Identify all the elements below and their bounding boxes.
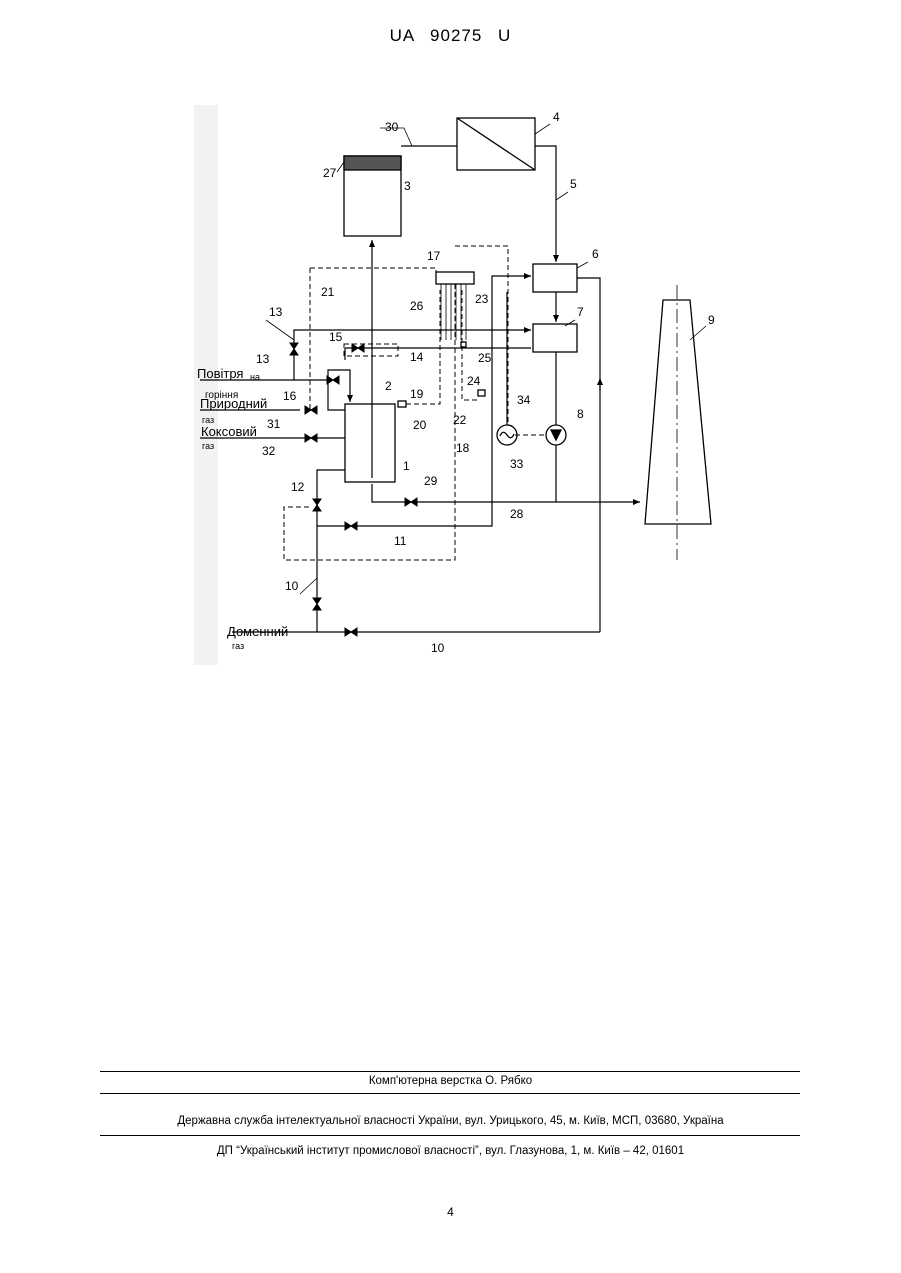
label-blast-gas: Доменний xyxy=(227,624,288,639)
callout: 17 xyxy=(427,249,441,263)
sensor-24 xyxy=(478,390,485,396)
footer-rule xyxy=(100,1071,800,1072)
callout: 11 xyxy=(394,534,407,548)
callout: 19 xyxy=(410,387,424,401)
callout: 10 xyxy=(431,641,445,655)
footer-typesetting: Комп'ютерна верстка О. Рябко xyxy=(0,1075,901,1087)
callout: 20 xyxy=(413,418,427,432)
valves xyxy=(290,343,417,636)
unit-4-diagonal xyxy=(457,118,535,170)
callout: 13 xyxy=(269,305,283,319)
callout: 27 xyxy=(323,166,337,180)
callout: 4 xyxy=(553,110,560,124)
callout: 13 xyxy=(256,352,270,366)
callout: 5 xyxy=(570,177,577,191)
callout: 32 xyxy=(262,444,276,458)
callout: 8 xyxy=(577,407,584,421)
footer-rule xyxy=(100,1093,800,1094)
callout: 21 xyxy=(321,285,335,299)
callout: 30 xyxy=(385,120,399,134)
exchanger-6 xyxy=(533,264,577,292)
callout: 33 xyxy=(510,457,524,471)
footer-institute: ДП “Український інститут промислової вла… xyxy=(0,1145,901,1157)
footer-rule xyxy=(100,1135,800,1136)
callout: 26 xyxy=(410,299,424,313)
unit-3-hatch xyxy=(344,156,401,170)
callout: 16 xyxy=(283,389,297,403)
callout: 29 xyxy=(424,474,438,488)
callout: 24 xyxy=(467,374,481,388)
callout: 18 xyxy=(456,441,470,455)
chimney-9 xyxy=(645,300,711,524)
callout: 12 xyxy=(291,480,305,494)
callout: 10 xyxy=(285,579,299,593)
label-coke-gas-sub: газ xyxy=(202,441,214,451)
equipment xyxy=(344,118,711,560)
process-schematic: 1 2 3 4 5 6 7 8 9 10 10 11 12 13 13 14 1… xyxy=(0,0,901,700)
controller-17 xyxy=(436,272,474,284)
callout: 1 xyxy=(403,459,410,473)
label-coke-gas: Коксовий xyxy=(201,424,257,439)
page-number: 4 xyxy=(0,1205,901,1219)
callout: 31 xyxy=(267,417,281,431)
pump-8-arrow xyxy=(551,430,561,440)
callout: 15 xyxy=(329,330,343,344)
callout: 14 xyxy=(410,350,424,364)
callout: 25 xyxy=(478,351,492,365)
footer-agency: Державна служба інтелектуальної власност… xyxy=(0,1115,901,1127)
exchanger-7 xyxy=(533,324,577,352)
furnace-1 xyxy=(345,404,395,482)
callout: 7 xyxy=(577,305,584,319)
callout: 22 xyxy=(453,413,467,427)
callout: 28 xyxy=(510,507,524,521)
label-air-sub: на xyxy=(250,372,260,382)
sensor-19 xyxy=(398,401,406,407)
callout: 23 xyxy=(475,292,489,306)
callout: 3 xyxy=(404,179,411,193)
callout: 9 xyxy=(708,313,715,327)
label-blast-gas-sub: газ xyxy=(232,641,244,651)
callout: 34 xyxy=(517,393,531,407)
callout: 2 xyxy=(385,379,392,393)
label-natural-gas: Природний xyxy=(200,396,267,411)
scan-edge-shadow xyxy=(194,105,218,665)
label-air: Повітря xyxy=(197,366,243,381)
generator-33-sine xyxy=(500,432,514,438)
callout: 6 xyxy=(592,247,599,261)
callout-labels: 1 2 3 4 5 6 7 8 9 10 10 11 12 13 13 14 1… xyxy=(256,110,715,655)
